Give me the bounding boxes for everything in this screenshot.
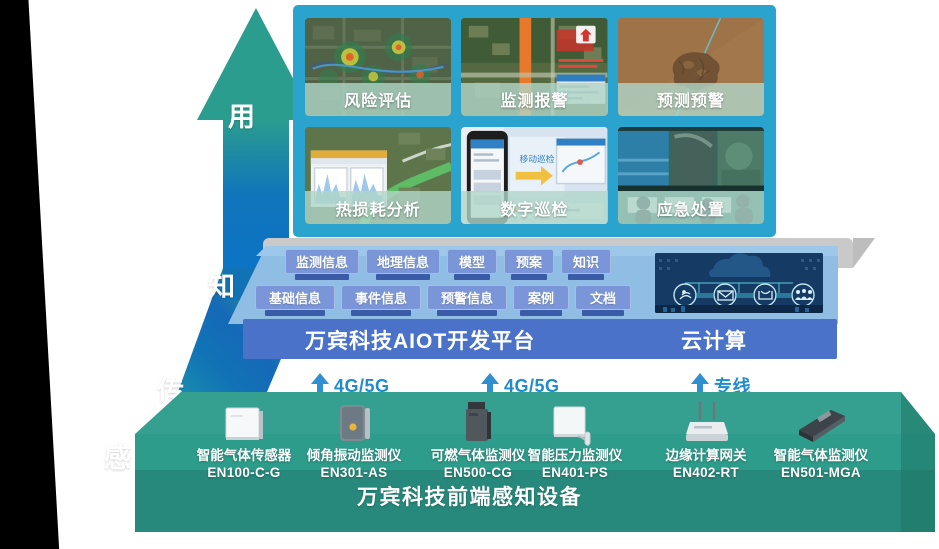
chip-label: 预案 — [515, 255, 542, 270]
device-code: EN301-AS — [320, 465, 388, 480]
platform-title: 万宾科技AIOT开发平台 — [305, 330, 536, 353]
device-label-0: 智能气体传感器 EN100-C-G — [184, 447, 304, 481]
up-arrow-icon — [481, 373, 499, 400]
chip-case[interactable]: 案例 — [513, 285, 569, 316]
tilt-vibration-monitor-icon — [340, 405, 370, 441]
slab-footer-label: 万宾科技前端感知设备 — [357, 486, 582, 509]
arrow-stage-yong: 用 — [228, 102, 256, 132]
device-label-1: 倾角振动监测仪 EN301-AS — [294, 447, 414, 481]
app-card-heat-loss-analysis[interactable]: 热损耗分析 — [305, 126, 452, 224]
chip-event-info[interactable]: 事件信息 — [341, 285, 421, 316]
multi-gas-analyzer-icon — [799, 410, 845, 442]
chip-document[interactable]: 文档 — [575, 285, 631, 316]
uplink-1: 4G/5G — [310, 372, 390, 400]
combustible-gas-detector-icon — [466, 402, 491, 441]
chip-label: 事件信息 — [354, 291, 407, 306]
device-slab — [135, 392, 935, 532]
cloud-network-tech-panel — [655, 253, 823, 313]
up-arrow-icon — [691, 373, 709, 400]
arrow-stage-zhi: 知 — [208, 272, 236, 302]
chip-label: 知识 — [572, 255, 599, 270]
device-name: 智能气体监测仪 — [773, 448, 869, 463]
app-card-digital-inspection[interactable]: 移动巡检 数字巡检 — [461, 126, 608, 224]
app-card-emergency-response[interactable]: 应急处置 — [617, 126, 764, 224]
chip-model[interactable]: 模型 — [447, 249, 497, 280]
app-card-label: 风险评估 — [305, 82, 452, 116]
device-code: EN100-C-G — [207, 465, 281, 480]
cloud-title: 云计算 — [681, 330, 747, 353]
uplink-label: 4G/5G — [334, 375, 390, 396]
chip-warning-info[interactable]: 预警信息 — [427, 285, 507, 316]
chip-geographic-info[interactable]: 地理信息 — [366, 249, 440, 280]
uplink-2: 4G/5G — [480, 372, 560, 400]
device-name: 智能气体传感器 — [196, 448, 292, 463]
chip-monitoring-info[interactable]: 监测信息 — [285, 249, 359, 280]
chip-label: 模型 — [458, 255, 485, 270]
device-name: 可燃气体监测仪 — [430, 448, 526, 463]
device-code: EN401-PS — [541, 465, 609, 480]
chip-label: 案例 — [527, 291, 554, 306]
platform-bar: 万宾科技AIOT开发平台 云计算 — [243, 319, 837, 359]
device-name: 智能压力监测仪 — [527, 448, 623, 463]
device-code: EN500-CG — [443, 465, 513, 480]
app-card-forecast-warning[interactable]: 预测预警 — [617, 18, 764, 116]
app-card-label: 应急处置 — [617, 191, 764, 224]
app-card-risk-assessment[interactable]: 风险评估 — [305, 18, 452, 116]
chip-label: 地理信息 — [376, 255, 429, 270]
arrow-stage-gan: 感 — [104, 443, 132, 473]
chip-label: 基础信息 — [268, 291, 321, 306]
up-arrow-icon — [311, 373, 329, 400]
cloud-icons-graphic — [655, 253, 823, 313]
app-card-label: 热损耗分析 — [305, 191, 452, 224]
edge-gateway-router-icon — [686, 402, 728, 441]
app-card-label: 数字巡检 — [461, 191, 608, 224]
pressure-monitor-with-probe-icon — [553, 406, 591, 446]
chip-knowledge[interactable]: 知识 — [561, 249, 611, 280]
device-name: 边缘计算网关 — [665, 448, 747, 463]
chip-label: 预警信息 — [440, 291, 493, 306]
chip-label: 监测信息 — [295, 255, 348, 270]
device-code: EN402-RT — [672, 465, 740, 480]
device-code: EN501-MGA — [781, 465, 861, 480]
uplink-label: 4G/5G — [504, 375, 560, 396]
device-name: 倾角振动监测仪 — [306, 448, 402, 463]
device-label-3: 智能压力监测仪 EN401-PS — [515, 447, 635, 481]
svg-text:移动巡检: 移动巡检 — [520, 153, 555, 164]
chip-label: 文档 — [589, 291, 616, 306]
application-panel: 风险评估 — [293, 5, 776, 237]
app-card-label: 监测报警 — [461, 82, 608, 116]
chip-plan[interactable]: 预案 — [504, 249, 554, 280]
chip-basic-info[interactable]: 基础信息 — [255, 285, 335, 316]
device-label-2: 可燃气体监测仪 EN500-CG — [418, 447, 538, 481]
wall-mounted-gas-sensor-icon — [225, 407, 263, 440]
device-label-5: 智能气体监测仪 EN501-MGA — [761, 447, 881, 481]
device-label-4: 边缘计算网关 EN402-RT — [646, 447, 766, 481]
app-card-monitor-alarm[interactable]: 监测报警 — [461, 18, 608, 116]
app-card-label: 预测预警 — [617, 82, 764, 116]
